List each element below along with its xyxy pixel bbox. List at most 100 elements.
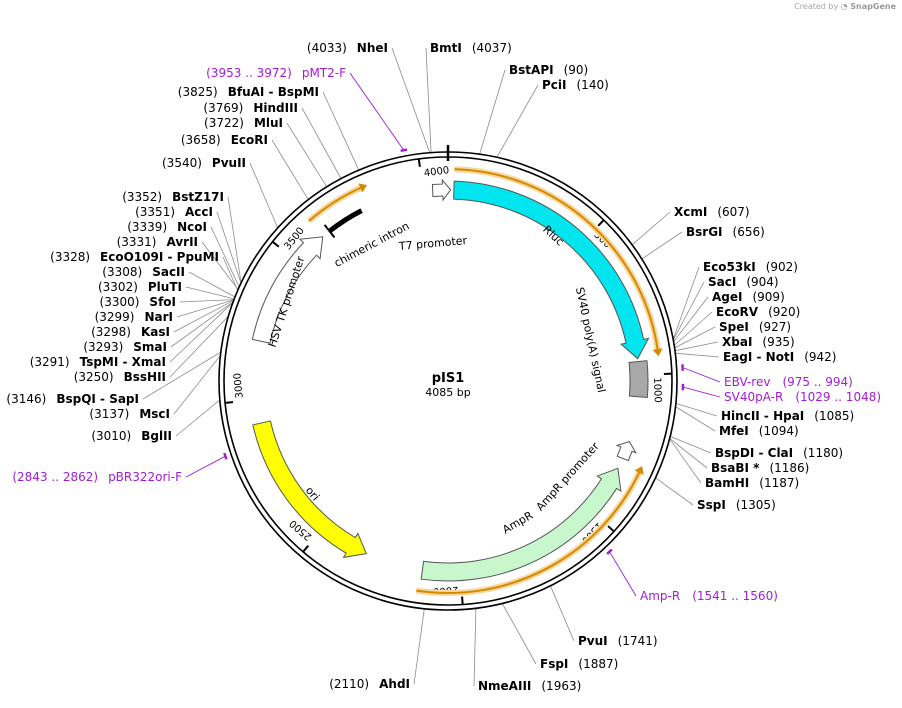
ruler-tick-4000 [417, 158, 421, 167]
leader-pvuii [249, 162, 279, 229]
site-pos-spei: (927) [759, 320, 791, 334]
credit: Created by ◔ SnapGene [794, 2, 896, 11]
site-name-mlui: MluI [254, 116, 283, 130]
site-name-ecori: EcoRI [231, 133, 268, 147]
primer-range-pbr322ori-f: (2843 .. 2862) [12, 470, 98, 484]
site-pos-smai: (3293) [83, 340, 123, 354]
site-name-sfoi: SfoI [149, 295, 176, 309]
primer-pbr322ori-f: (2843 .. 2862)pBR322ori-F [12, 470, 182, 484]
primer-mark-amp-r [606, 548, 613, 555]
leader-bmti [425, 47, 432, 153]
ruler-tick-2000 [461, 596, 464, 605]
leader-nhei [391, 47, 431, 153]
leader-bstz17i [227, 196, 242, 283]
site-saci: SacI(904) [708, 275, 779, 289]
site-eagi-noti: EagI - NotI(942) [723, 350, 836, 364]
site-pos-bstapi: (90) [564, 63, 589, 77]
site-pos-nhei: (4033) [307, 41, 347, 55]
site-pvuii: (3540)PvuII [162, 156, 246, 170]
site-nhei: (4033) NheI [307, 41, 388, 55]
feature-ori [252, 420, 367, 559]
leader-hindiii [301, 107, 342, 179]
site-name-bmti: BmtI [430, 41, 462, 55]
leader-saci [672, 281, 705, 341]
leader-ecori [271, 139, 309, 200]
site-xbai: XbaI(935) [722, 335, 795, 349]
leader-nari [176, 299, 234, 318]
site-bamhi: BamHI(1187) [705, 476, 799, 490]
site-pos-bsabi: (1186) [769, 461, 809, 475]
site-mfei: MfeI(1094) [719, 424, 799, 438]
site-mlui: (3722)MluI [204, 116, 283, 130]
leader-sspi [655, 477, 694, 506]
leader-bsabi [669, 438, 708, 469]
leader-smai [170, 301, 234, 348]
site-name-ecorv: EcoRV [716, 305, 759, 319]
primer-range-ebv-rev: (975 .. 994) [782, 375, 852, 389]
leader-kasi [173, 299, 234, 333]
ruler-tick-3500 [271, 240, 280, 248]
primer-pmt2-f: (3953 .. 3972)pMT2-F [206, 66, 346, 80]
credit-text: Created by [794, 2, 839, 11]
site-name-pluti: PluTI [148, 280, 182, 294]
primer-range-amp-r: (1541 .. 1560) [692, 589, 778, 603]
site-name-agei: AgeI [712, 290, 742, 304]
site-name-nhei: NheI [357, 41, 388, 55]
leader-pvui [550, 585, 575, 642]
credit-brand: SnapGene [850, 2, 896, 11]
site-pos-avrii: (3331) [117, 235, 157, 249]
site-sfoi: (3300)SfoI [100, 295, 176, 309]
primer-leader-amp-r [609, 551, 637, 597]
ampr-orf-arrowhead [634, 466, 644, 475]
site-name-sacii: SacII [152, 265, 185, 279]
site-pos-bstz17i: (3352) [122, 190, 162, 204]
site-name-bspqi-sapi: BspQI - SapI [56, 392, 139, 406]
site-pos-ecori: (3658) [181, 133, 221, 147]
site-sacii: (3308)SacII [102, 265, 185, 279]
site-pos-ncoi: (3339) [127, 220, 167, 234]
leader-eagi-noti [675, 352, 720, 358]
leader-bspqi-sapi [142, 351, 222, 400]
site-name-nmeaiii: NmeAIII [478, 679, 531, 693]
site-name-bfuai-bspmi: BfuAI - BspMI [228, 85, 319, 99]
site-ecoo109i-ppumi: (3328)EcoO109I - PpuMI [50, 250, 219, 264]
site-name-ahdi: AhdI [379, 677, 410, 691]
leader-avrii [201, 241, 239, 290]
feature-ampr-promoter [615, 441, 637, 462]
feature-sv40-poly-a-signal [628, 360, 649, 399]
site-pos-bsshii: (3250) [74, 370, 114, 384]
leader-xcmi [631, 211, 671, 246]
site-pos-saci: (904) [746, 275, 778, 289]
site-pvui: PvuI(1741) [578, 634, 658, 648]
leader-sfoi [179, 299, 235, 303]
site-sspi: SspI(1305) [697, 498, 776, 512]
leader-xbai [674, 341, 719, 352]
leader-agei [673, 296, 709, 342]
site-name-mfei: MfeI [719, 424, 749, 438]
leader-tspmi-xmai [169, 302, 234, 363]
site-name-pvuii: PvuII [212, 156, 246, 170]
site-name-hincii-hpai: HincII - HpaI [721, 409, 804, 423]
site-bglii: (3010)BglII [91, 429, 172, 443]
site-pos-ahdi: (2110) [329, 677, 369, 691]
site-pos-pluti: (3302) [98, 280, 138, 294]
site-pos-agei: (909) [752, 290, 784, 304]
site-pos-eco53ki: (902) [766, 260, 798, 274]
site-bspqi-sapi: (3146)BspQI - SapI [6, 392, 139, 406]
leader-msci [173, 355, 221, 415]
site-name-pcii: PciI [542, 78, 567, 92]
ruler-tick-500 [597, 219, 605, 227]
primer-leader-ebv-rev [682, 367, 721, 383]
leader-hincii-hpai [675, 403, 718, 417]
site-pos-bspdi-clai: (1180) [803, 446, 843, 460]
site-name-eagi-noti: EagI - NotI [723, 350, 794, 364]
plasmid-length: 4085 bp [425, 386, 470, 399]
site-hincii-hpai: HincII - HpaI(1085) [721, 409, 854, 423]
leader-nmeaiii [473, 608, 477, 687]
leader-bsrgi [641, 231, 683, 260]
site-name-msci: MscI [139, 407, 170, 421]
leader-bglii [175, 399, 221, 437]
site-name-kasi: KasI [141, 325, 170, 339]
